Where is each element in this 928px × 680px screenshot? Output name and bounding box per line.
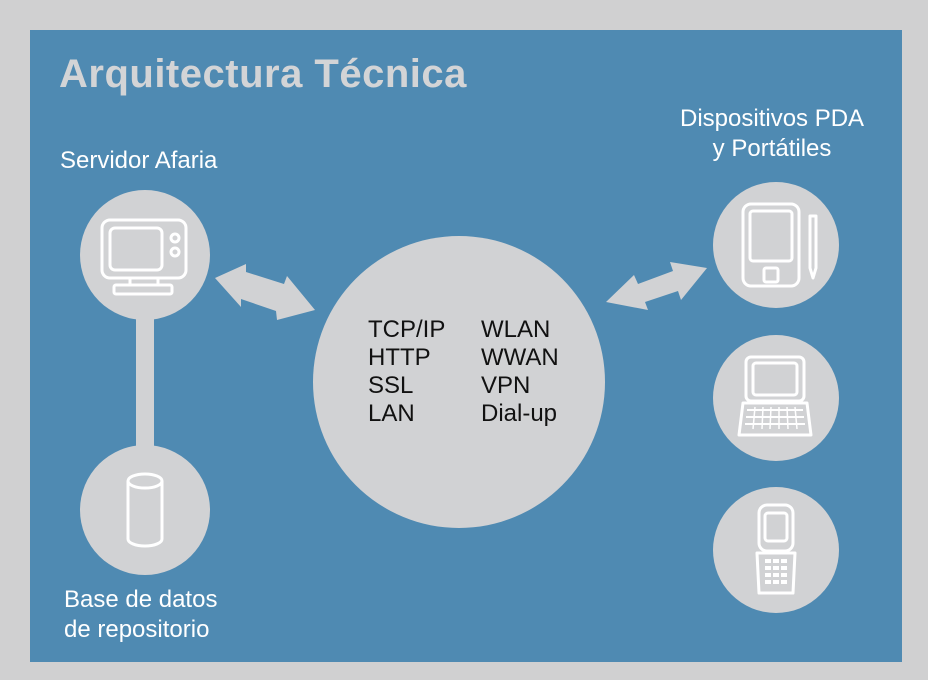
protocol-list-left: TCP/IP HTTP SSL LAN (368, 316, 445, 428)
protocol-item: LAN (368, 400, 415, 427)
database-label: Base de datos de repositorio (64, 585, 217, 645)
database-cylinder-icon (126, 472, 164, 548)
server-node (80, 190, 210, 320)
mobile-phone-icon (755, 503, 797, 595)
database-label-line: Base de datos (64, 586, 218, 613)
diagram-title: Arquitectura Técnica (59, 52, 467, 96)
protocol-item: VPN (481, 372, 531, 399)
server-database-connector (136, 318, 154, 448)
devices-label-line: Dispositivos PDA (680, 105, 865, 132)
protocol-item: WWAN (481, 344, 559, 371)
laptop-icon (737, 355, 813, 437)
server-label-text: Servidor Afaria (60, 147, 218, 174)
pda-icon (741, 202, 818, 288)
protocol-list-right: WLAN WWAN VPN Dial-up (481, 316, 559, 428)
server-label: Servidor Afaria (60, 146, 217, 176)
monitor-icon (100, 218, 188, 296)
double-arrow-right (606, 262, 707, 310)
laptop-node (713, 335, 839, 461)
double-arrow-left (215, 264, 315, 320)
phone-node (713, 487, 839, 613)
protocol-item: SSL (368, 372, 414, 399)
devices-label: Dispositivos PDA y Portátiles (680, 104, 864, 164)
database-label-line: de repositorio (64, 616, 210, 643)
devices-label-line: y Portátiles (712, 135, 832, 162)
network-hub: TCP/IP HTTP SSL LAN WLAN WWAN VPN Dial-u… (313, 236, 605, 528)
pda-node (713, 182, 839, 308)
protocol-item: WLAN (481, 316, 551, 343)
protocol-item: TCP/IP (368, 316, 446, 343)
database-node (80, 445, 210, 575)
protocol-item: Dial-up (481, 400, 558, 427)
protocol-item: HTTP (368, 344, 431, 371)
